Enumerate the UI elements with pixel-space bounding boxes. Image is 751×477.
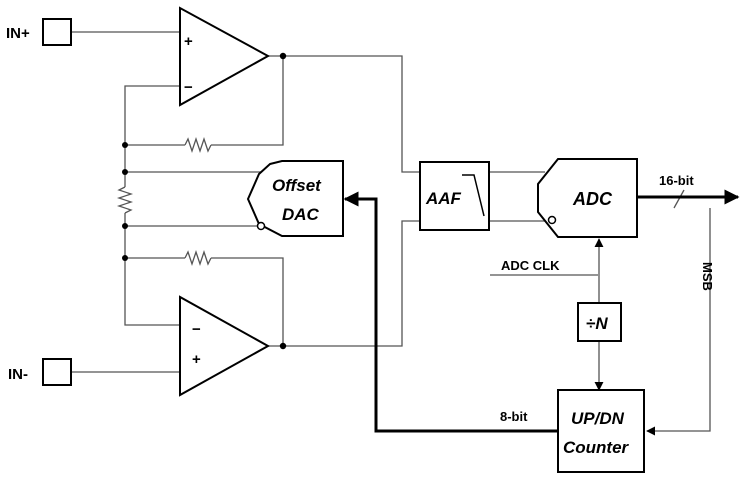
opamp-bottom — [179, 295, 271, 397]
divider-block — [577, 302, 622, 342]
wire-bot-neg — [124, 258, 180, 326]
counter-label-1: UP/DN — [571, 409, 625, 428]
adc-block — [537, 158, 638, 238]
wire-top-out — [268, 55, 420, 173]
wires — [71, 31, 711, 436]
opamp-top-minus: − — [184, 79, 193, 96]
opamp-bottom-plus: + — [192, 351, 201, 368]
offset-dac-label-1: Offset — [272, 176, 322, 195]
msb-label: MSB — [700, 262, 715, 291]
bus-16bit-label: 16-bit — [659, 173, 694, 188]
counter-block — [557, 389, 645, 473]
port-in-minus-label: IN- — [8, 366, 28, 383]
bold-wires — [343, 189, 740, 433]
adc-label: ADC — [572, 189, 613, 209]
wire-top-fb-right — [211, 56, 284, 146]
bus-8bit-label: 8-bit — [500, 409, 528, 424]
wire-bot-fb-right — [211, 257, 284, 346]
wire-counter-dac — [343, 191, 558, 433]
resistor-top — [184, 136, 212, 154]
wire-bot-out — [268, 220, 420, 347]
aaf-block — [419, 161, 490, 231]
opamp-top — [179, 6, 271, 107]
wire-msb — [646, 208, 711, 436]
adc-inverting-bubble — [547, 215, 557, 225]
port-in-plus — [42, 18, 72, 46]
opamp-bottom-minus: − — [192, 321, 201, 338]
offset-dac-label-2: DAC — [282, 205, 320, 224]
port-in-plus-label: IN+ — [6, 25, 30, 42]
junctions — [122, 52, 287, 350]
port-in-minus — [42, 358, 72, 386]
divider-label: ÷N — [586, 314, 608, 333]
resistor-bottom — [184, 249, 212, 267]
dac-inverting-bubble — [256, 221, 266, 231]
lowpass-curve-icon — [462, 174, 485, 217]
resistor-gain — [116, 186, 134, 214]
aaf-label: AAF — [425, 189, 462, 208]
adc-clk-label: ADC CLK — [501, 258, 560, 273]
opamp-top-plus: + — [184, 33, 193, 50]
offset-dac-block — [246, 160, 344, 237]
bus-slash — [673, 189, 685, 209]
counter-label-2: Counter — [563, 438, 630, 457]
wire-top-neg — [124, 85, 180, 145]
